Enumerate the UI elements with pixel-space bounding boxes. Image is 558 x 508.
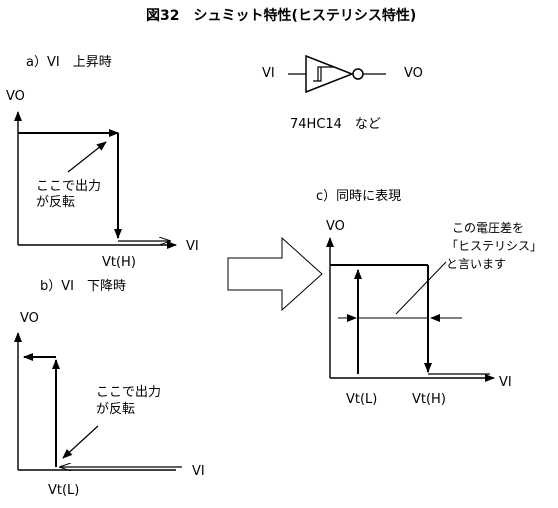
panel-c-threshold-low-label: Vt(L): [346, 392, 378, 407]
panel-a-y-label: VO: [6, 89, 25, 104]
panel-a-note-line1: ここで出力: [36, 179, 102, 194]
hysteresis-leader-line: [395, 261, 447, 315]
symbol-output-label: VO: [404, 66, 423, 81]
panel-c-x-label: VI: [499, 375, 512, 390]
panel-a-threshold-label: Vt(H): [102, 255, 136, 270]
panel-b-pointer-arrow: [62, 425, 99, 459]
panel-a-x-label: VI: [186, 239, 199, 254]
panel-a-graph: [14, 111, 177, 249]
panel-c-note-line1: この電圧差を: [452, 221, 525, 235]
panel-b-graph: [14, 332, 182, 470]
figure-title: 図32 シュミット特性(ヒステリシス特性): [146, 8, 417, 24]
big-right-arrow-icon: [227, 236, 323, 312]
schmitt-inverter-symbol: [288, 54, 386, 94]
panel-b-y-label: VO: [20, 311, 39, 326]
panel-a-heading: a）VI 上昇時: [26, 55, 112, 70]
panel-c-threshold-high-label: Vt(H): [412, 392, 446, 407]
panel-b-note-line2: が反転: [96, 402, 136, 417]
panel-b-x-label: VI: [192, 464, 205, 479]
hysteresis-mark-icon: [313, 66, 333, 82]
panel-c-y-label: VO: [326, 219, 345, 234]
panel-b-threshold-label: Vt(L): [48, 483, 80, 498]
buffer-triangle: [305, 54, 355, 94]
panel-a-pointer-arrow: [67, 141, 107, 173]
part-number-note: 74HC14 など: [290, 117, 381, 132]
panel-b-note-line1: ここで出力: [96, 385, 162, 400]
symbol-input-label: VI: [262, 66, 275, 81]
panel-c-heading: c）同時に表現: [316, 189, 402, 204]
panel-c-graph: [326, 237, 495, 382]
inversion-bubble: [352, 68, 364, 80]
panel-c-note-line2: 「ヒステリシス」: [446, 239, 543, 253]
panel-a-note-line2: が反転: [36, 195, 76, 210]
panel-b-heading: b）VI 下降時: [40, 279, 126, 294]
panel-c-note-line3: と言います: [446, 257, 507, 271]
